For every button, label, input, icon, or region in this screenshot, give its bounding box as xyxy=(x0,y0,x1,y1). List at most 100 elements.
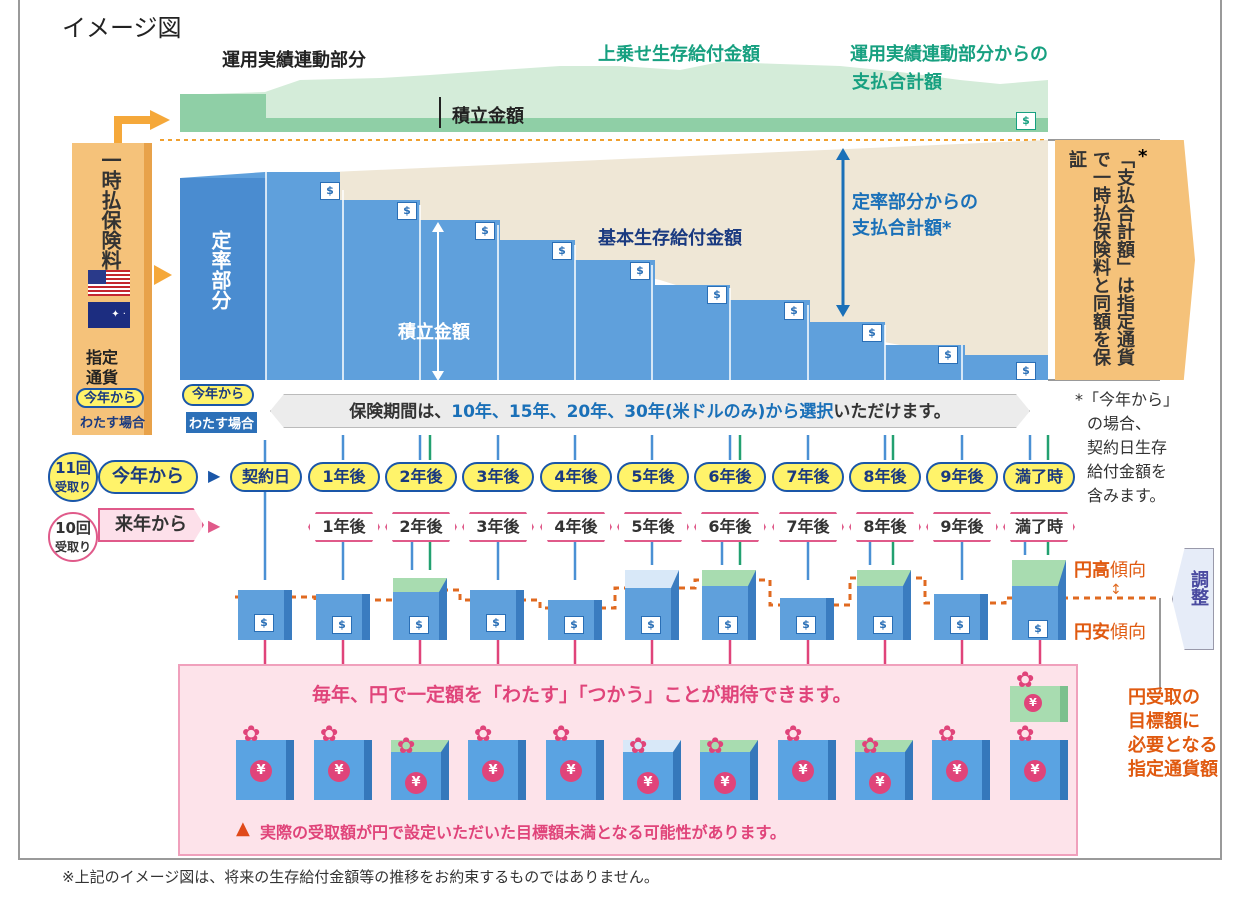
period-highlight: 10年、15年、20年、30年(米ドルのみ)から選択 xyxy=(451,402,834,422)
period-post: いただけます。 xyxy=(833,402,951,422)
dollar-icon: $ xyxy=(475,222,495,240)
row1-year: 3年後 xyxy=(462,462,534,492)
gift-icon: ✿¥ xyxy=(778,724,836,800)
row2-year: 5年後 xyxy=(617,512,689,542)
gift-icon: ✿¥ xyxy=(314,724,372,800)
premium-this-year-pill: 今年から xyxy=(76,388,144,408)
row1-year: 7年後 xyxy=(772,462,844,492)
row2-label: 来年から xyxy=(98,508,204,542)
row2-year: 9年後 xyxy=(926,512,998,542)
fixed-staircase xyxy=(180,172,1048,380)
target-label: 円受取の目標額に必要となる指定通貨額 xyxy=(1128,687,1218,780)
premium-arrow-top xyxy=(114,116,150,150)
fx-box: $ xyxy=(316,594,370,640)
label-basic-benefit: 基本生存給付金額 xyxy=(598,228,742,249)
dollar-icon: $ xyxy=(862,324,882,342)
row1-year: 5年後 xyxy=(617,462,689,492)
fx-box: $ xyxy=(702,570,756,640)
gift-icon: ✿¥ xyxy=(700,736,758,800)
premium-arrow-mid xyxy=(154,265,172,285)
adjust-label: 調整 xyxy=(1188,570,1209,606)
yen-low-label: 円安傾向 xyxy=(1074,622,1146,643)
staircase-separators xyxy=(265,172,963,380)
guarantee-box xyxy=(1055,140,1195,380)
row2-year: 満了時 xyxy=(1003,512,1075,542)
fixed-this-year-pill: 今年から xyxy=(182,384,254,406)
gift-icon: ✿¥ xyxy=(932,724,990,800)
performance-initial-block xyxy=(180,94,266,132)
gift-icon: ✿¥ xyxy=(391,736,449,800)
note-star: * xyxy=(1075,390,1083,409)
row2-year: 2年後 xyxy=(385,512,457,542)
fx-box: $ xyxy=(470,590,524,640)
label-accum-fixed: 積立金額 xyxy=(398,322,470,343)
premium-when-pay: わたす場合 xyxy=(80,416,146,431)
warning-text: 実際の受取額が円で設定いただいた目標額未満となる可能性があります。 xyxy=(260,823,786,842)
footer-note: ※上記のイメージ図は、将来の生存給付金額等の推移をお約束するものではありません。 xyxy=(62,868,659,886)
gift-icon: ✿¥ xyxy=(1010,724,1068,800)
row1-year: 1年後 xyxy=(308,462,380,492)
row1-year: 契約日 xyxy=(230,462,302,492)
row2-count-badge: 10回 受取り xyxy=(48,512,98,562)
row1-year: 4年後 xyxy=(540,462,612,492)
dollar-icon: $ xyxy=(630,262,650,280)
label-accum-top: 積立金額 xyxy=(452,106,524,127)
row2-year: 1年後 xyxy=(308,512,380,542)
guarantee-mark: * xyxy=(1138,146,1148,167)
dollar-icon: $ xyxy=(1016,112,1036,130)
row2-year: 7年後 xyxy=(772,512,844,542)
premium-label: 一時払保険料 xyxy=(98,150,122,270)
fixed-label: 定率部分 xyxy=(208,230,232,310)
label-perf-total-2: 支払合計額 xyxy=(852,72,942,93)
row2-year: 6年後 xyxy=(694,512,766,542)
period-pre: 保険期間は、 xyxy=(349,402,452,422)
fixed-when-pay: わたす場合 xyxy=(186,412,258,433)
row1-year: 9年後 xyxy=(926,462,998,492)
row1-year: 満了時 xyxy=(1003,462,1075,492)
au-flag-icon: ✦ · xyxy=(88,302,130,328)
performance-band xyxy=(180,62,1048,130)
dollar-icon: $ xyxy=(938,346,958,364)
fx-box: $ xyxy=(548,600,602,640)
gift-icon: ✿¥ xyxy=(236,724,294,800)
note-line-5: 含みます。 xyxy=(1087,486,1166,505)
note-line-3: 契約日生存 xyxy=(1087,438,1168,457)
note-line-2: の場合、 xyxy=(1087,414,1152,433)
gift-icon: ✿¥ xyxy=(623,736,681,800)
row1-label: 今年から xyxy=(98,460,198,494)
currency-label-2: 通貨 xyxy=(86,368,119,387)
guarantee-text: 「支払合計額」は指定通貨で一時払保険料と同額を保証 xyxy=(1066,150,1135,366)
row2-arrow-icon: ▶ xyxy=(208,516,221,535)
note-line-1: 「今年から」 xyxy=(1083,390,1180,409)
dollar-icon: $ xyxy=(1016,362,1036,380)
schedule-lines xyxy=(263,435,1032,580)
fixed-initial-block xyxy=(180,178,266,380)
fx-box: $ xyxy=(934,594,988,640)
fx-box: $ xyxy=(780,598,834,640)
note-line-4: 給付金額を xyxy=(1087,462,1168,481)
dollar-icon: $ xyxy=(784,302,804,320)
label-fixed-total-1: 定率部分からの xyxy=(852,192,978,213)
fx-updown-icon: ↕ xyxy=(1110,582,1122,598)
dollar-icon: $ xyxy=(552,242,572,260)
gift-icon-extra: ✿¥ xyxy=(1010,670,1068,722)
fx-box: $ xyxy=(238,590,292,640)
fx-box: $ xyxy=(857,570,911,640)
dollar-icon: $ xyxy=(707,286,727,304)
row1-count-badge: 11回 受取り xyxy=(48,452,98,502)
row1-year: 2年後 xyxy=(385,462,457,492)
dollar-icon: $ xyxy=(397,202,417,220)
us-flag-icon xyxy=(88,270,130,296)
performance-base xyxy=(180,118,1048,132)
label-performance-part: 運用実績連動部分 xyxy=(222,50,366,71)
row1-arrow-icon: ▶ xyxy=(208,466,221,485)
note-this-year: *「今年から」 の場合、 契約日生存 給付金額を 含みます。 xyxy=(1075,388,1179,508)
yen-high-label: 円高傾向 xyxy=(1074,560,1146,581)
period-banner: 保険期間は、10年、15年、20年、30年(米ドルのみ)から選択いただけます。 xyxy=(270,394,1030,428)
gift-icon: ✿¥ xyxy=(468,724,526,800)
fx-box: $ xyxy=(625,570,679,640)
label-perf-total-1: 運用実績連動部分からの xyxy=(850,44,1048,65)
row1-year: 8年後 xyxy=(849,462,921,492)
gift-message: 毎年、円で一定額を「わたす」「つかう」ことが期待できます。 xyxy=(312,684,852,706)
